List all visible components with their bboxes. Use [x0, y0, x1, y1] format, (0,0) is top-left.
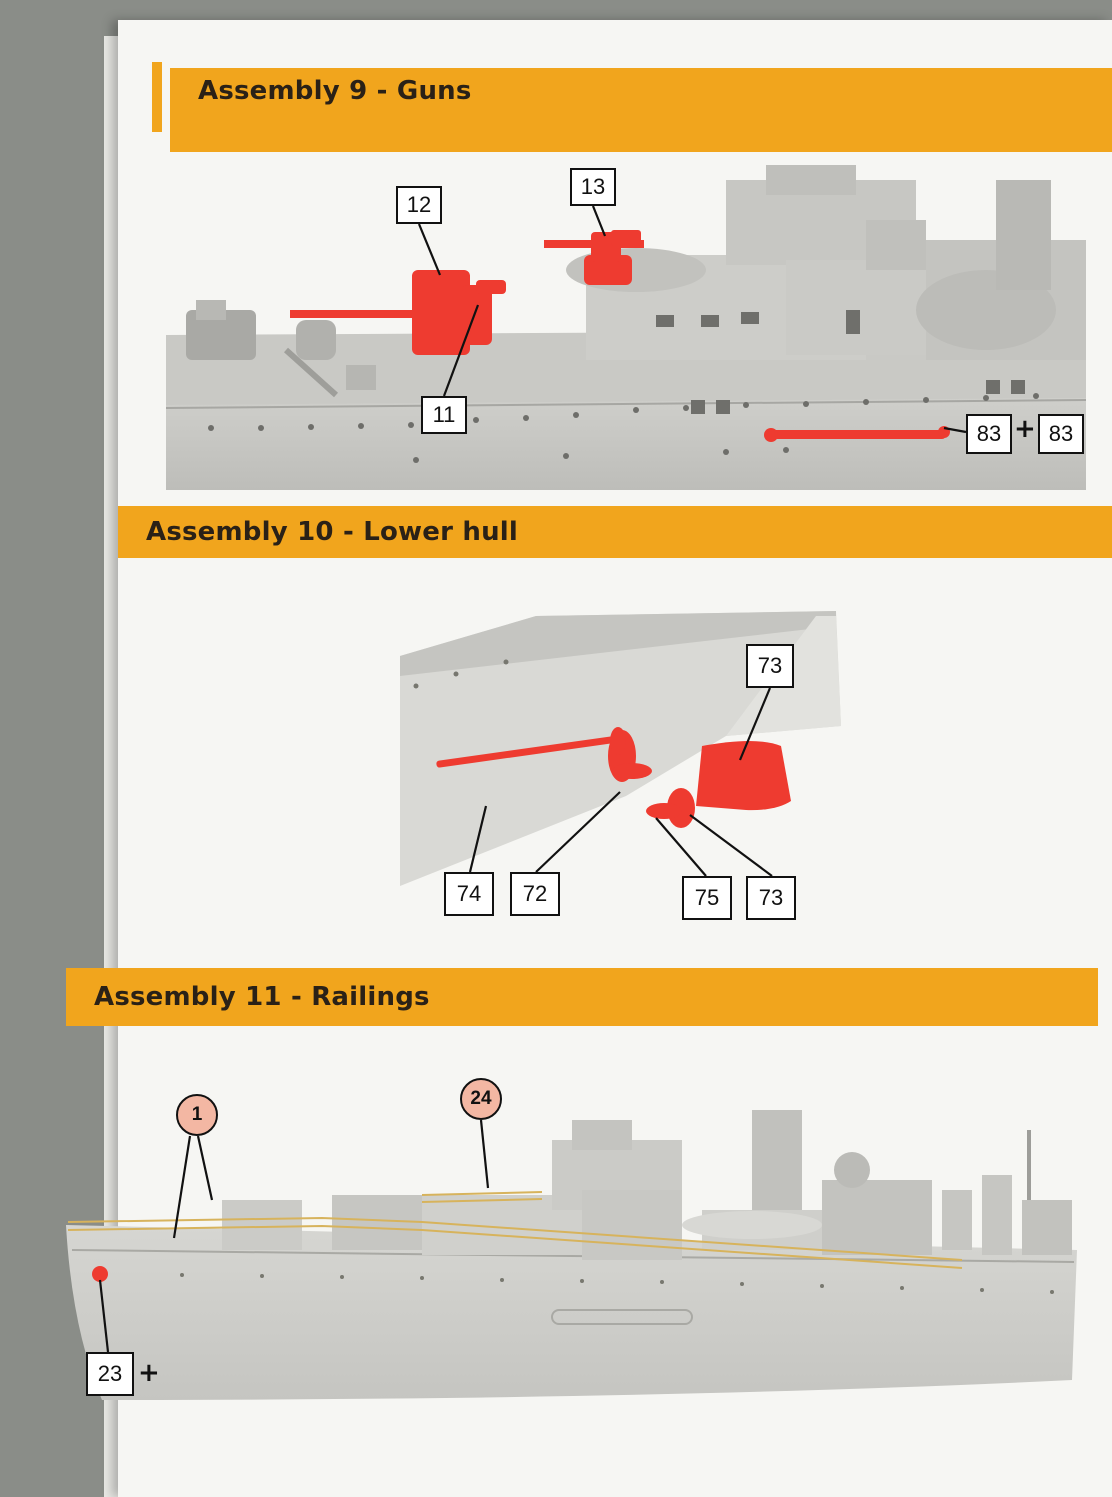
callout-part-23: 23	[86, 1352, 134, 1396]
assembly-11-illustration	[62, 1100, 1082, 1400]
part-75-bracket	[646, 788, 695, 828]
part-74-shaft	[436, 734, 625, 768]
assembly-10-illustration	[396, 596, 846, 886]
callout-part-73-bottom: 73	[746, 876, 796, 920]
part-83-boom	[766, 430, 946, 439]
assembly-11-header: Assembly 11 - Railings	[66, 968, 1098, 1026]
assembly-10-stern-render	[400, 611, 841, 886]
part-73-rudder	[696, 741, 791, 811]
assembly-9-title: Assembly 9 - Guns	[198, 76, 472, 106]
callout-part-83-second: 83	[1038, 414, 1084, 454]
callout-part-11: 11	[421, 396, 467, 434]
callout-part-72: 72	[510, 872, 560, 916]
header-accent-tab	[152, 62, 162, 132]
assembly-9-illustration	[166, 160, 1086, 490]
part-23-fitting	[92, 1266, 108, 1282]
assembly-11-ship-render	[66, 1110, 1077, 1400]
railings-photoetch	[67, 1191, 963, 1269]
callout-part-74: 74	[444, 872, 494, 916]
part-72-propeller	[608, 727, 652, 782]
callout-photoetch-1: 1	[176, 1094, 218, 1136]
callout-part-75: 75	[682, 876, 732, 920]
plus-sign: +	[138, 1358, 160, 1388]
assembly-9-header: Assembly 9 - Guns	[170, 68, 1112, 152]
callout-part-13: 13	[570, 168, 616, 206]
callout-part-83-first: 83	[966, 414, 1012, 454]
assembly-10-header: Assembly 10 - Lower hull	[118, 506, 1112, 558]
callout-part-12: 12	[396, 186, 442, 224]
part-13-gun	[544, 230, 644, 285]
callout-part-73-top: 73	[746, 644, 794, 688]
callout-photoetch-24: 24	[460, 1078, 502, 1120]
assembly-11-title: Assembly 11 - Railings	[94, 982, 430, 1012]
plus-sign: +	[1014, 414, 1036, 444]
assembly-9-ship-render	[166, 165, 1086, 490]
assembly-10-title: Assembly 10 - Lower hull	[146, 517, 518, 547]
